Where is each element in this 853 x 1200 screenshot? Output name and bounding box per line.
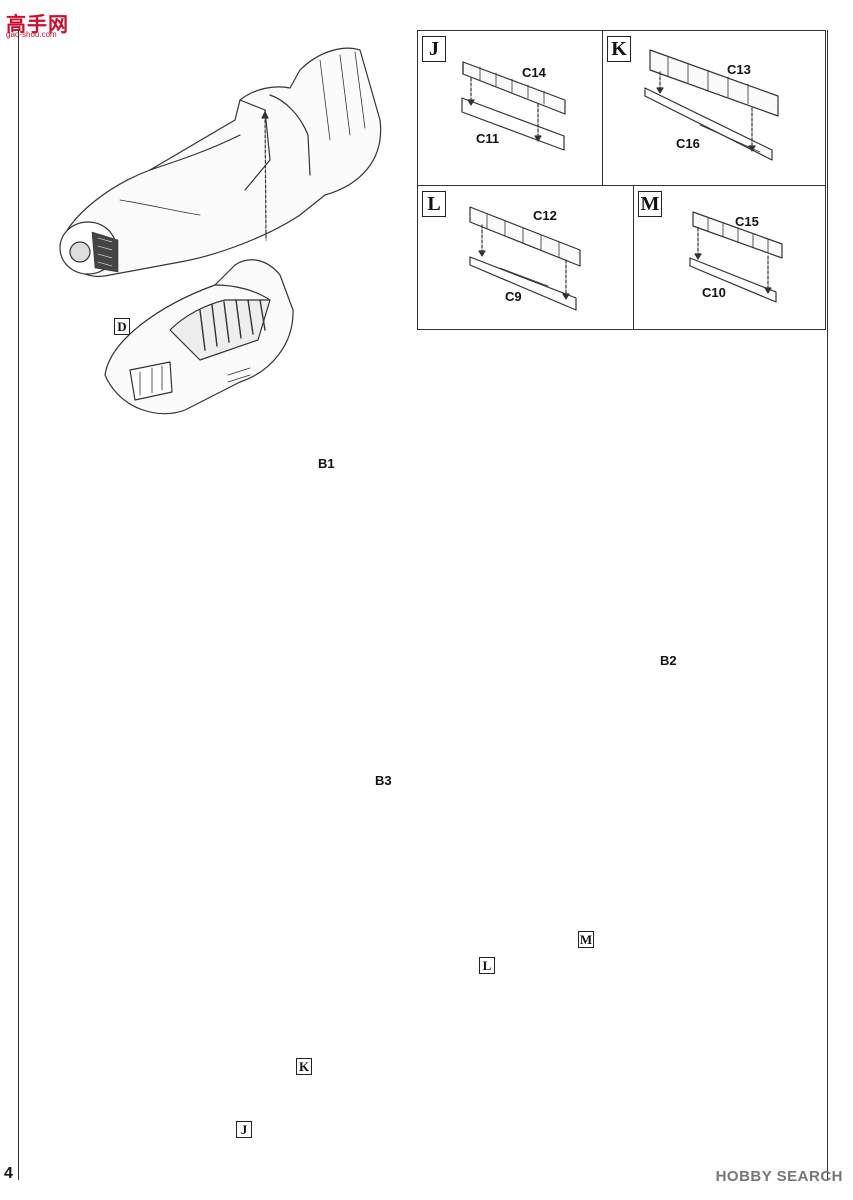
- inset-panel-l: [417, 185, 635, 330]
- inset-panel-k: [602, 30, 826, 187]
- site-watermark-url: gao-shou.com: [6, 30, 57, 39]
- footer-watermark: HOBBY SEARCH: [715, 1168, 843, 1185]
- wing-label-b3: B3: [375, 773, 392, 788]
- forward-fuselage-illustration: [59, 47, 382, 277]
- inset-label-j: J: [422, 36, 446, 62]
- inset-label-l: L: [422, 191, 446, 217]
- flap-c14-illustration: [461, 61, 566, 151]
- part-label-c15: C15: [735, 214, 759, 229]
- part-label-c11: C11: [476, 131, 500, 146]
- part-label-c13: C13: [727, 62, 751, 77]
- part-label-c9: C9: [505, 289, 522, 304]
- part-label-c10: C10: [702, 285, 726, 300]
- site-watermark: 高手网: [6, 14, 69, 36]
- cockpit-label-d: D: [114, 318, 130, 335]
- inset-label-m: M: [638, 191, 662, 217]
- bottom-label-m: M: [578, 931, 594, 948]
- page-frame: [18, 30, 828, 1180]
- bottom-label-l: L: [479, 957, 495, 974]
- part-label-c14: C14: [522, 65, 546, 80]
- bottom-label-j: J: [236, 1121, 252, 1138]
- cockpit-tub-illustration: [104, 259, 294, 415]
- inset-panel-j: [417, 30, 604, 187]
- bottom-label-k: K: [296, 1058, 312, 1075]
- part-label-c12: C12: [533, 208, 557, 223]
- inset-panel-m: [633, 185, 826, 330]
- inset-label-k: K: [607, 36, 631, 62]
- part-label-c16: C16: [676, 136, 700, 151]
- wing-label-b1: B1: [318, 456, 335, 471]
- flap-c13-illustration: [644, 49, 779, 161]
- wing-label-b2: B2: [660, 653, 677, 668]
- page-number: 4: [4, 1165, 13, 1182]
- flap-c12-illustration: [469, 206, 581, 311]
- flap-c15-illustration: [689, 211, 783, 303]
